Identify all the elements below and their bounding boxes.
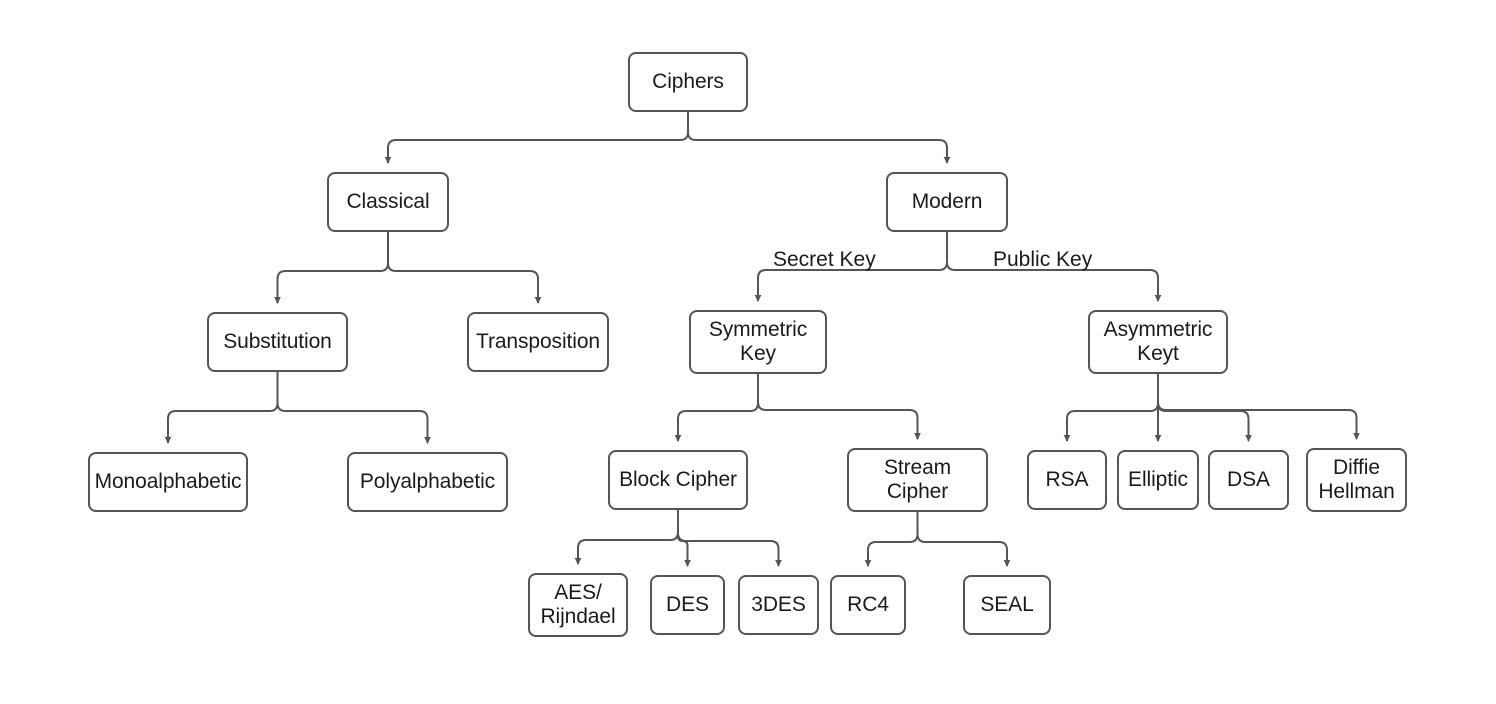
node-des[interactable]: DES: [650, 575, 725, 635]
edge-block-to-aes: [574, 510, 679, 566]
edge-modern-to-asymmetric: [946, 232, 1162, 303]
node-ciphers[interactable]: Ciphers: [628, 52, 748, 112]
node-polyalphabetic[interactable]: Polyalphabetic: [347, 452, 508, 512]
node-label-rc4: RC4: [847, 592, 889, 616]
node-3des[interactable]: 3DES: [738, 575, 819, 635]
edge-asymmetric-to-diffie: [1157, 374, 1360, 441]
edge-substitution-to-monoalphabetic: [164, 372, 279, 445]
edge-ciphers-to-modern: [687, 112, 951, 165]
edge-asymmetric-to-dsa: [1157, 374, 1252, 443]
node-label-elliptic: Elliptic: [1128, 467, 1188, 491]
node-label-dsa: DSA: [1227, 467, 1270, 491]
node-label-seal: SEAL: [980, 592, 1034, 616]
node-aes[interactable]: AES/ Rijndael: [528, 573, 628, 637]
edge-label-secret-key: Secret Key: [773, 248, 876, 271]
edge-ciphers-to-classical: [384, 112, 689, 165]
node-rsa[interactable]: RSA: [1027, 450, 1107, 510]
edge-stream-to-seal: [916, 512, 1011, 568]
node-label-aes: AES/ Rijndael: [540, 580, 616, 628]
node-label-stream: Stream Cipher: [883, 455, 952, 503]
node-substitution[interactable]: Substitution: [207, 312, 348, 372]
node-asymmetric[interactable]: Asymmetric Keyt: [1088, 310, 1228, 374]
node-seal[interactable]: SEAL: [963, 575, 1051, 635]
node-modern[interactable]: Modern: [886, 172, 1008, 232]
node-diffie[interactable]: Diffie Hellman: [1306, 448, 1407, 512]
node-stream[interactable]: Stream Cipher: [847, 448, 988, 512]
node-monoalphabetic[interactable]: Monoalphabetic: [88, 452, 248, 512]
node-elliptic[interactable]: Elliptic: [1117, 450, 1199, 510]
node-label-symmetric: Symmetric Key: [708, 317, 808, 365]
edge-block-to-3des: [677, 510, 782, 568]
node-label-3des: 3DES: [751, 592, 806, 616]
edge-substitution-to-polyalphabetic: [276, 372, 431, 445]
node-label-transposition: Transposition: [476, 329, 600, 353]
node-label-substitution: Substitution: [223, 329, 332, 353]
node-label-diffie: Diffie Hellman: [1318, 455, 1395, 503]
edge-symmetric-to-block: [674, 374, 759, 443]
node-label-polyalphabetic: Polyalphabetic: [359, 469, 496, 493]
edge-classical-to-transposition: [387, 232, 542, 305]
node-label-rsa: RSA: [1045, 467, 1089, 491]
node-label-modern: Modern: [911, 189, 983, 213]
node-label-block: Block Cipher: [619, 467, 737, 491]
edge-symmetric-to-stream: [757, 374, 921, 441]
edge-stream-to-rc4: [864, 512, 919, 568]
node-label-asymmetric: Asymmetric Keyt: [1103, 317, 1213, 365]
node-classical[interactable]: Classical: [327, 172, 449, 232]
node-label-ciphers: Ciphers: [652, 69, 724, 93]
node-transposition[interactable]: Transposition: [467, 312, 609, 372]
node-block[interactable]: Block Cipher: [608, 450, 748, 510]
edge-label-public-key: Public Key: [993, 248, 1093, 271]
node-symmetric[interactable]: Symmetric Key: [689, 310, 827, 374]
node-rc4[interactable]: RC4: [830, 575, 906, 635]
node-dsa[interactable]: DSA: [1208, 450, 1289, 510]
node-label-des: DES: [666, 592, 709, 616]
edge-asymmetric-to-rsa: [1063, 374, 1159, 443]
edge-classical-to-substitution: [274, 232, 389, 305]
node-label-classical: Classical: [346, 189, 430, 213]
node-label-monoalphabetic: Monoalphabetic: [94, 469, 242, 493]
